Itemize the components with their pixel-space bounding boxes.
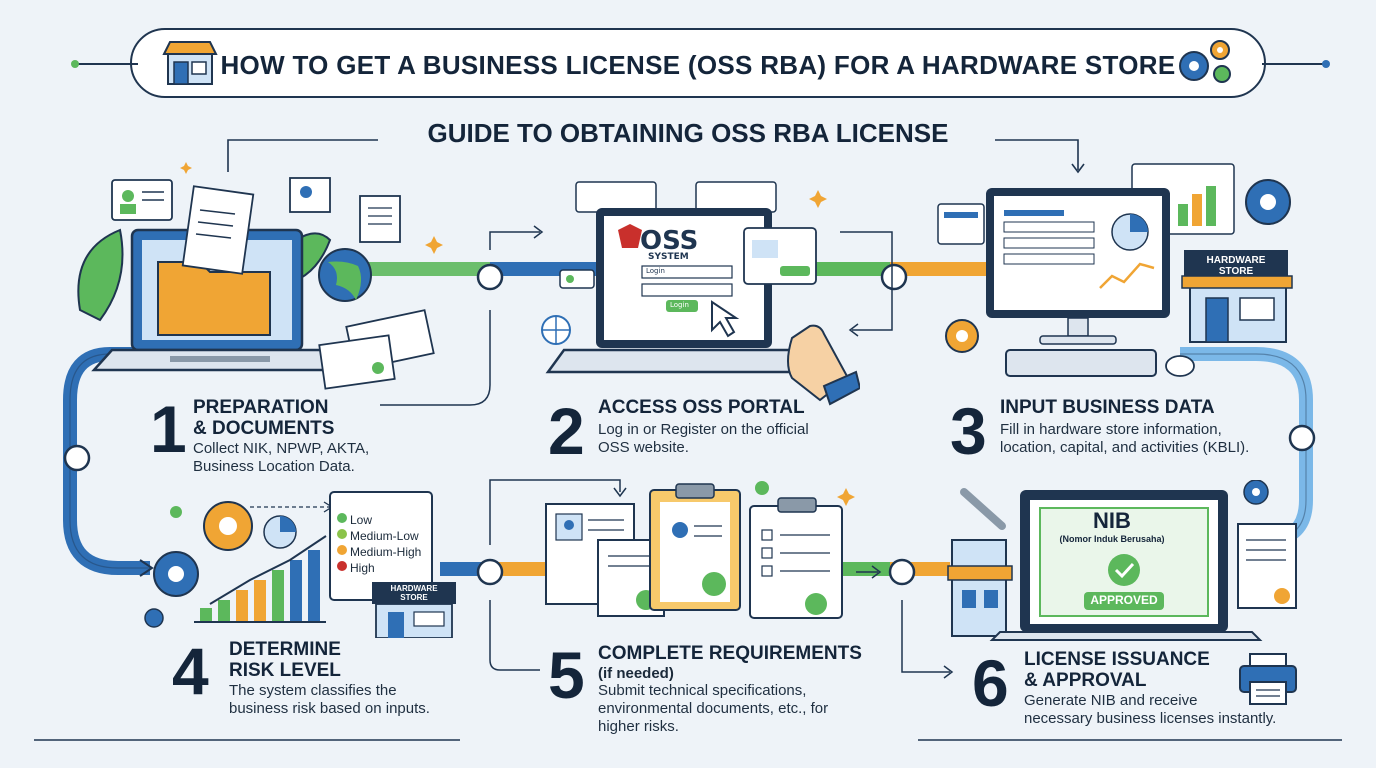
store-sign-line1: HARDWARE xyxy=(390,584,438,593)
step5-number: 5 xyxy=(548,638,585,712)
step1-text: PREPARATION & DOCUMENTS Collect NIK, NPW… xyxy=(193,397,370,476)
step3-number: 3 xyxy=(950,394,987,468)
step2-text: ACCESS OSS PORTAL Log in or Register on … xyxy=(598,397,809,457)
step1-title-line2: & DOCUMENTS xyxy=(193,417,335,439)
step1-title-line1: PREPARATION xyxy=(193,397,329,418)
step1-desc-line2: Business Location Data. xyxy=(193,457,355,475)
store-icon xyxy=(162,41,218,85)
risk-medium-high: Medium-High xyxy=(350,545,422,559)
nib-title: NIB xyxy=(1093,508,1131,533)
step6-number: 6 xyxy=(972,646,1009,720)
store-sign-line1: HARDWARE xyxy=(1206,255,1266,266)
step4-store-sign: HARDWARE STORE xyxy=(372,584,456,602)
risk-high: High xyxy=(350,561,375,575)
step5-desc-line3: higher risks. xyxy=(598,717,679,735)
oss-logo: OSS xyxy=(640,226,699,256)
step6-illustration xyxy=(947,480,1297,641)
step6-text: LICENSE ISSUANCE & APPROVAL Generate NIB… xyxy=(1024,649,1277,728)
oss-login-field[interactable]: Login xyxy=(646,267,665,275)
step4-illustration xyxy=(144,491,456,638)
risk-level-list: Low Medium-Low Medium-High High xyxy=(350,512,421,576)
step5-title: COMPLETE REQUIREMENTS xyxy=(598,643,862,664)
store-sign-line2: STORE xyxy=(1218,266,1254,277)
step4-title-line2: RISK LEVEL xyxy=(229,659,341,681)
step2-desc-line2: OSS website. xyxy=(598,438,689,456)
step3-store-sign: HARDWARE STORE xyxy=(1186,255,1286,277)
risk-low: Low xyxy=(350,513,373,527)
step2-illustration xyxy=(541,181,860,406)
step1-number: 1 xyxy=(150,392,187,466)
step2-desc-line1: Log in or Register on the official xyxy=(598,420,809,438)
step3-illustration xyxy=(937,163,1293,377)
step3-desc-line2: location, capital, and activities (KBLI)… xyxy=(1000,438,1250,456)
step5-illustration xyxy=(545,481,843,619)
oss-login-button[interactable]: Login xyxy=(670,301,689,309)
step5-text: COMPLETE REQUIREMENTS (if needed) Submit… xyxy=(598,643,862,736)
step2-number: 2 xyxy=(548,394,585,468)
step4-title-line1: DETERMINE xyxy=(229,639,341,660)
step4-text: DETERMINE RISK LEVEL The system classifi… xyxy=(229,639,430,718)
step1-illustration xyxy=(77,177,435,390)
oss-logo-sub: SYSTEM xyxy=(648,252,689,262)
nib-subtitle: (Nomor Induk Berusaha) xyxy=(1059,534,1165,544)
step4-number: 4 xyxy=(172,634,209,708)
step6-desc-line2: necessary business licenses instantly. xyxy=(1024,709,1277,727)
step6-title-line2: & APPROVAL xyxy=(1024,669,1147,691)
step3-desc-line1: Fill in hardware store information, xyxy=(1000,420,1222,438)
step6-desc-line1: Generate NIB and receive xyxy=(1024,691,1198,709)
step5-title-sub: (if needed) xyxy=(598,664,674,682)
risk-medium-low: Medium-Low xyxy=(350,529,419,543)
step2-title: ACCESS OSS PORTAL xyxy=(598,397,805,418)
step3-text: INPUT BUSINESS DATA Fill in hardware sto… xyxy=(1000,397,1250,457)
step5-desc-line1: Submit technical specifications, xyxy=(598,681,807,699)
step1-desc-line1: Collect NIK, NPWP, AKTA, xyxy=(193,439,370,457)
printer-icon xyxy=(1239,653,1297,705)
approved-badge: APPROVED xyxy=(1090,593,1158,607)
title-banner: HOW TO GET A BUSINESS LICENSE (OSS RBA) … xyxy=(130,28,1266,98)
step4-desc-line2: business risk based on inputs. xyxy=(229,699,430,717)
title-decoration-right xyxy=(1262,60,1330,68)
gears-icon xyxy=(1179,40,1231,83)
step3-title: INPUT BUSINESS DATA xyxy=(1000,397,1215,418)
step5-desc-line2: environmental documents, etc., for xyxy=(598,699,829,717)
guide-subtitle: GUIDE TO OBTAINING OSS RBA LICENSE xyxy=(427,118,949,148)
page-title: HOW TO GET A BUSINESS LICENSE (OSS RBA) … xyxy=(220,50,1176,80)
store-sign-line2: STORE xyxy=(400,593,428,602)
step4-desc-line1: The system classifies the xyxy=(229,681,397,699)
step6-title-line1: LICENSE ISSUANCE xyxy=(1024,649,1210,670)
title-decoration-left xyxy=(71,60,138,68)
